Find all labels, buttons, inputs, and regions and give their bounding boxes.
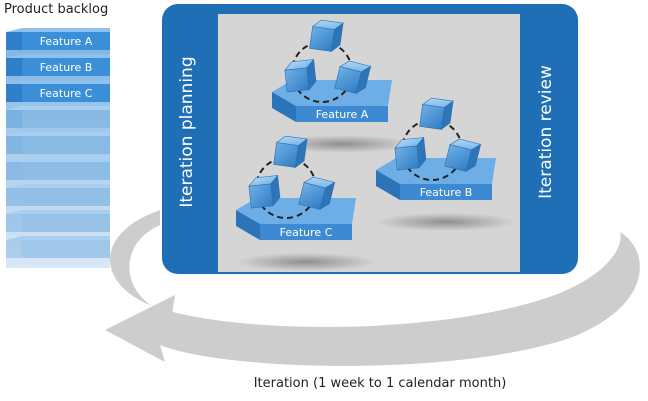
backlog-item: Feature C: [6, 80, 110, 102]
feature-platform: [260, 224, 352, 240]
cube-icon: [394, 136, 427, 171]
backlog-item-label: Feature B: [40, 61, 93, 74]
cube-icon: [298, 176, 336, 210]
backlog-empty-row: [6, 132, 110, 154]
cube-icon: [284, 58, 317, 93]
backlog-item-label: Feature A: [40, 35, 93, 48]
backlog-item-label: Feature C: [40, 87, 93, 100]
feature-label: Feature C: [280, 226, 333, 239]
backlog-item: Feature B: [6, 54, 110, 76]
cube-icon: [444, 138, 482, 172]
feature-group: Feature C: [236, 135, 376, 271]
feature-label: Feature A: [316, 108, 369, 121]
backlog-title: Product backlog: [4, 2, 109, 17]
backlog-empty-row: [6, 184, 110, 206]
backlog-empty-row: [6, 106, 110, 128]
cube-icon: [273, 135, 308, 169]
feature-label: Feature B: [420, 186, 473, 199]
cube-icon: [419, 97, 454, 131]
iteration-cycle-arrow: [105, 210, 640, 366]
iteration-planning-label: Iteration planning: [177, 56, 197, 208]
cube-icon: [334, 60, 372, 94]
feature-platform: [400, 184, 492, 200]
iteration-caption: Iteration (1 week to 1 calendar month): [253, 376, 507, 391]
cube-icon: [248, 174, 281, 209]
feature-group: Feature B: [376, 97, 516, 231]
backlog-empty-row: [6, 210, 110, 232]
product-backlog-stack: Feature A Feature B Feature C: [6, 28, 110, 268]
feature-platform: [296, 106, 388, 122]
backlog-empty-row: [6, 158, 110, 180]
cube-icon: [309, 19, 344, 53]
backlog-item: Feature A: [6, 28, 110, 50]
backlog-empty-row: [6, 236, 110, 258]
iteration-review-label: Iteration review: [536, 65, 556, 199]
